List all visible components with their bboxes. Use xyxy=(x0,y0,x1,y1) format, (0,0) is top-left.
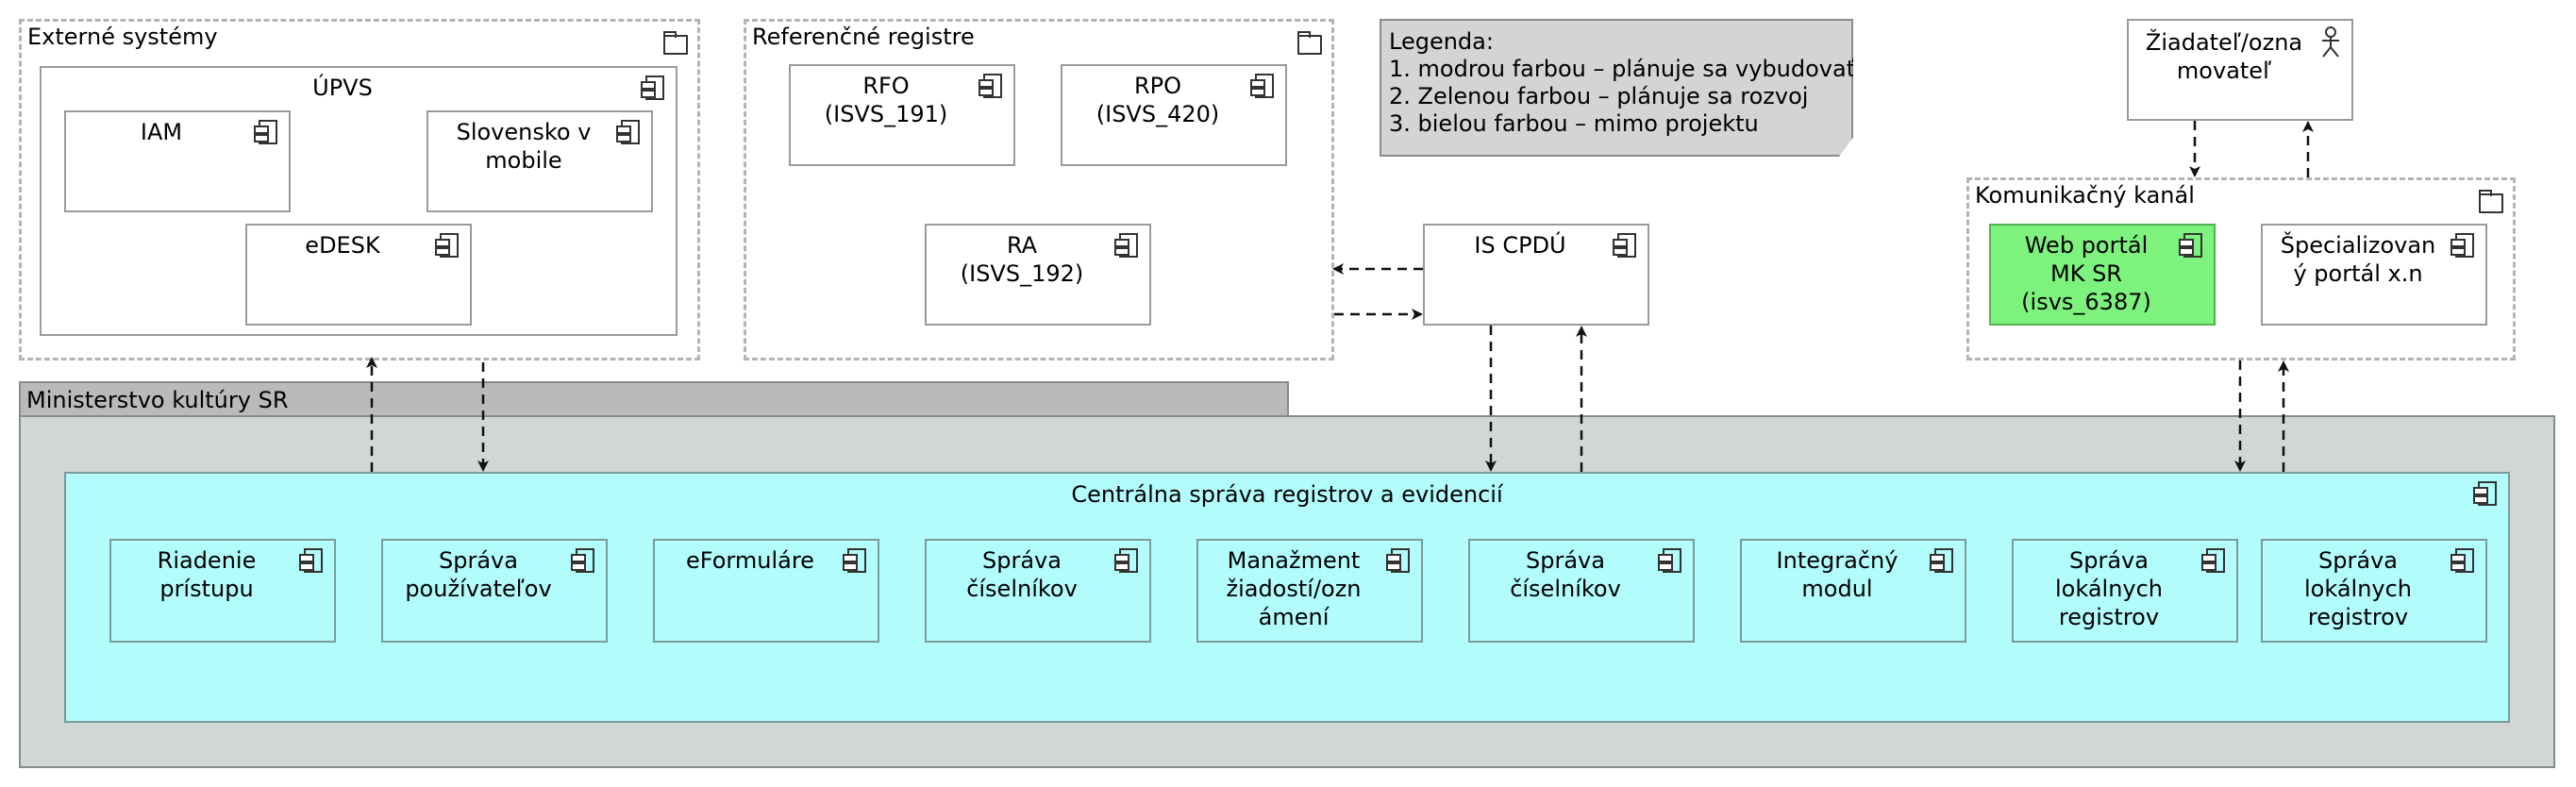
package-title: Externé systémy xyxy=(27,24,218,50)
component-icon xyxy=(2201,548,2225,573)
component-label: RPO (ISVS_420) xyxy=(1096,73,1220,127)
module-sprava-ciselnikov-2[interactable]: Správa číselníkov xyxy=(1468,539,1695,643)
component-icon xyxy=(2451,548,2474,573)
component-icon xyxy=(2451,233,2474,258)
module-label: Správa číselníkov xyxy=(1510,547,1621,602)
module-label: Manažment žiadostí/ozn ámení xyxy=(1226,547,1362,630)
package-komunikacny-kanal: Komunikačný kanál xyxy=(1966,177,2516,360)
component-rpo[interactable]: RPO (ISVS_420) xyxy=(1061,64,1287,166)
folder-icon xyxy=(663,31,688,55)
component-is-cpdu[interactable]: IS CPDÚ xyxy=(1423,224,1649,326)
component-icon xyxy=(1114,233,1138,258)
module-sprava-lokalnych-registrov-2[interactable]: Správa lokálnych registrov xyxy=(2261,539,2487,643)
component-icon xyxy=(979,74,1002,98)
package-referencne-registre: Referenčné registre xyxy=(744,19,1334,360)
component-label: eDESK xyxy=(305,232,380,259)
component-slovensko-v-mobile[interactable]: Slovensko v mobile xyxy=(427,110,653,212)
module-label: Správa lokálnych registrov xyxy=(2054,547,2164,630)
folder-icon xyxy=(2479,190,2503,213)
module-sprava-ciselnikov[interactable]: Správa číselníkov xyxy=(925,539,1151,643)
component-label: RFO (ISVS_191) xyxy=(824,73,948,127)
module-label: Integračný modul xyxy=(1776,547,1899,602)
component-icon xyxy=(1386,548,1410,573)
component-label: IS CPDÚ xyxy=(1474,232,1566,259)
component-edesk[interactable]: eDESK xyxy=(245,224,472,326)
folder-icon xyxy=(1297,31,1322,55)
component-icon xyxy=(2179,233,2202,258)
component-icon xyxy=(1114,548,1138,573)
ministry-title: Ministerstvo kultúry SR xyxy=(26,387,289,413)
component-label: Web portál MK SR (isvs_6387) xyxy=(2021,232,2151,315)
component-label: ÚPVS xyxy=(312,75,373,101)
module-riadenie-pristupu[interactable]: Riadenie prístupu xyxy=(109,539,336,643)
central-title: Centrálna správa registrov a evidencií xyxy=(1071,481,1503,508)
component-icon xyxy=(299,548,323,573)
module-eformulare[interactable]: eFormuláre xyxy=(653,539,879,643)
component-label: IAM xyxy=(140,119,183,145)
component-icon xyxy=(641,75,664,100)
component-icon xyxy=(1613,233,1636,258)
legend-item-2: 2. Zelenou farbou – plánuje sa rozvoj xyxy=(1389,83,1809,109)
component-icon xyxy=(2473,481,2497,506)
component-label: Slovensko v mobile xyxy=(456,119,592,174)
module-label: eFormuláre xyxy=(686,547,814,574)
legend-item-3: 3. bielou farbou – mimo projektu xyxy=(1389,110,1759,137)
actor-icon xyxy=(2322,26,2339,58)
component-web-portal-mk-sr[interactable]: Web portál MK SR (isvs_6387) xyxy=(1989,224,2216,326)
component-label: RA (ISVS_192) xyxy=(960,232,1084,287)
component-rfo[interactable]: RFO (ISVS_191) xyxy=(789,64,1015,166)
module-sprava-lokalnych-registrov[interactable]: Správa lokálnych registrov xyxy=(2012,539,2238,643)
module-label: Správa lokálnych registrov xyxy=(2303,547,2413,630)
component-ra[interactable]: RA (ISVS_192) xyxy=(925,224,1151,326)
package-externe-systemy: Externé systémy xyxy=(19,19,700,360)
actor-label: Žiadateľ/ozna movateľ xyxy=(2145,29,2303,84)
module-sprava-pouzivatelov[interactable]: Správa používateľov xyxy=(381,539,608,643)
legend-text: Legenda: 1. modrou farbou – plánuje sa v… xyxy=(1389,28,1856,138)
module-manazment-ziadosti[interactable]: Manažment žiadostí/ozn ámení xyxy=(1196,539,1423,643)
component-specializovany-portal[interactable]: Špecializovan ý portál x.n xyxy=(2261,224,2487,326)
component-icon xyxy=(254,120,277,144)
module-label: Riadenie prístupu xyxy=(157,547,257,602)
component-icon xyxy=(1658,548,1681,573)
component-icon xyxy=(843,548,866,573)
component-iam[interactable]: IAM xyxy=(64,110,291,212)
module-label: Správa číselníkov xyxy=(966,547,1078,602)
component-icon xyxy=(616,120,640,144)
package-title: Referenčné registre xyxy=(752,24,975,50)
component-icon xyxy=(1930,548,1953,573)
package-title: Komunikačný kanál xyxy=(1975,182,2195,209)
module-label: Správa používateľov xyxy=(405,547,552,602)
component-label: Špecializovan ý portál x.n xyxy=(2280,232,2436,287)
legend-item-1: 1. modrou farbou – plánuje sa vybudovať xyxy=(1389,56,1856,82)
component-icon xyxy=(435,233,459,258)
component-icon xyxy=(1250,74,1274,98)
module-integracny-modul[interactable]: Integračný modul xyxy=(1740,539,1966,643)
legend-title: Legenda: xyxy=(1389,28,1494,55)
actor-ziadatel[interactable]: Žiadateľ/ozna movateľ xyxy=(2127,19,2353,121)
component-icon xyxy=(571,548,594,573)
legend-note: Legenda: 1. modrou farbou – plánuje sa v… xyxy=(1380,19,1853,157)
